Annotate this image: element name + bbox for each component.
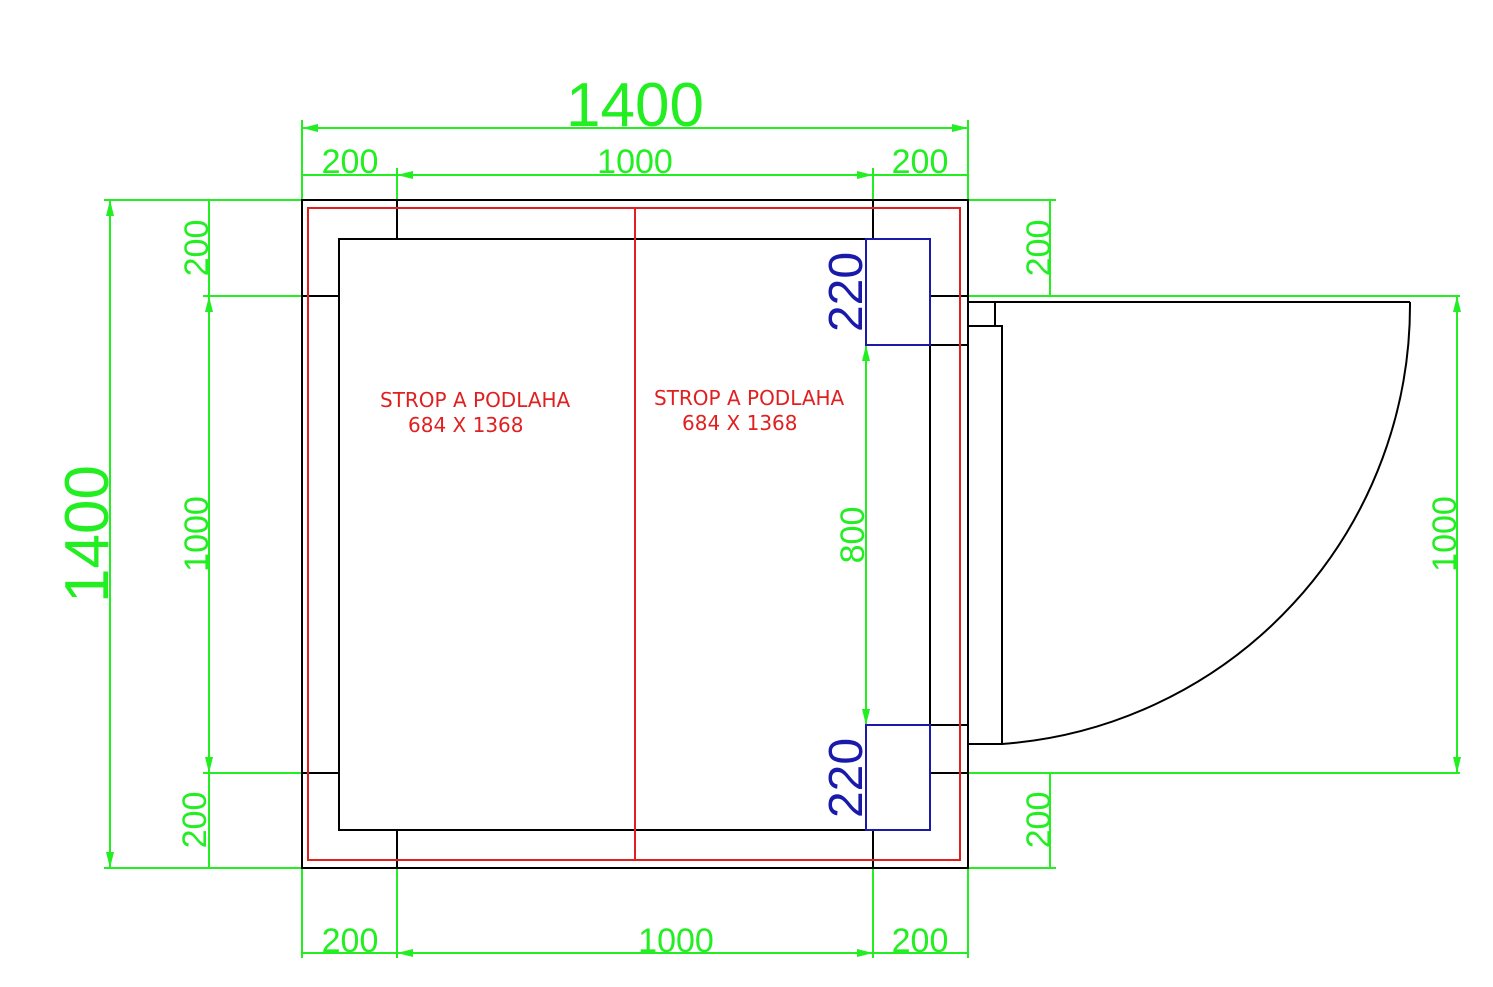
left-top-segment-label: 200	[178, 220, 216, 277]
bottom-middle-segment-label: 1000	[638, 922, 714, 960]
door-frame-bottom-label: 220	[820, 738, 873, 818]
overall-height-label: 1400	[53, 465, 122, 603]
left-bottom-segment-label: 200	[176, 792, 214, 849]
dimension-lines	[104, 120, 1460, 958]
door-swing-arc	[1001, 301, 1412, 745]
top-right-segment-label: 200	[892, 143, 949, 181]
panel-outlines	[307, 207, 961, 861]
panel-right-size: 684 X 1368	[682, 411, 798, 435]
dimension-arrows	[106, 124, 1461, 957]
door-post-bottom	[865, 724, 931, 831]
door-frame-top-label: 220	[820, 252, 873, 332]
top-left-segment-label: 200	[322, 143, 379, 181]
right-bottom-segment-label: 200	[1020, 792, 1058, 849]
top-middle-segment-label: 1000	[597, 143, 673, 181]
overall-width-label: 1400	[566, 71, 704, 140]
door-frame-posts	[865, 238, 931, 831]
panel-left-size: 684 X 1368	[408, 413, 524, 437]
panel-right-label: STROP A PODLAHA	[654, 386, 845, 410]
bottom-left-segment-label: 200	[322, 922, 379, 960]
left-middle-segment-label: 1000	[178, 496, 216, 572]
door-post-top	[865, 238, 931, 346]
right-top-segment-label: 200	[1020, 220, 1058, 277]
bottom-right-segment-label: 200	[892, 922, 949, 960]
door-swing-height-label: 1000	[1426, 496, 1464, 572]
panel-left-label: STROP A PODLAHA	[380, 388, 571, 412]
door-opening-label: 800	[834, 507, 872, 564]
door-leaf	[967, 325, 1003, 745]
